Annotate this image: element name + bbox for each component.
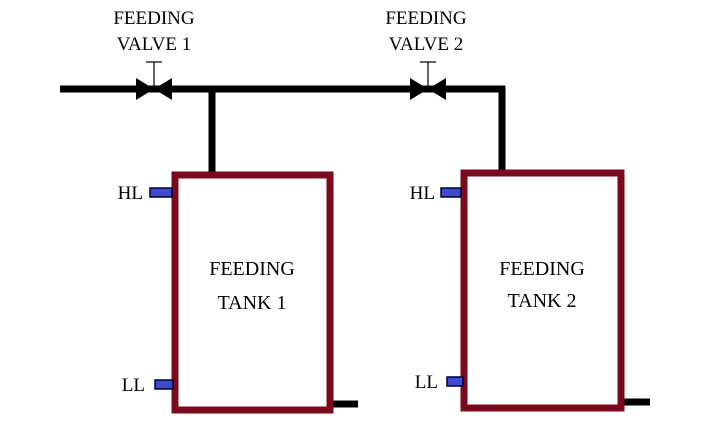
svg-text:HL: HL: [118, 183, 143, 204]
tank-2-high-level-sensor: HL: [410, 183, 462, 204]
feeding-tank-2[interactable]: FEEDING TANK 2 HL LL: [410, 169, 625, 412]
tank-1-low-level-sensor: LL: [122, 375, 174, 396]
svg-text:FEEDING: FEEDING: [385, 8, 467, 29]
tank-2-low-level-sensor: LL: [415, 372, 464, 393]
tank-1-label-line2: TANK 1: [218, 292, 287, 314]
tank-1-high-level-sensor: HL: [118, 183, 173, 204]
tank-2-label-line1: FEEDING: [499, 258, 585, 280]
valve-1-label-line1: FEEDING: [113, 8, 195, 29]
svg-text:TANK 1: TANK 1: [218, 292, 287, 314]
tank-1-label-line1: FEEDING: [209, 258, 295, 280]
tank-1-hl-label: HL: [118, 183, 143, 204]
svg-text:VALVE 2: VALVE 2: [389, 34, 463, 55]
svg-text:FEEDING: FEEDING: [499, 258, 585, 280]
svg-text:FEEDING: FEEDING: [209, 258, 295, 280]
tank-2-body: [460, 169, 625, 412]
tank-2-label-line2: TANK 2: [508, 290, 577, 312]
valve-2-label-line1: FEEDING: [385, 8, 467, 29]
svg-text:FEEDING: FEEDING: [113, 8, 195, 29]
tank-1-ll-label: LL: [122, 375, 145, 396]
tank-2-ll-label: LL: [415, 372, 438, 393]
feeding-valve-1[interactable]: FEEDING VALVE 1: [113, 8, 195, 100]
butterfly-valve-icon: [410, 61, 446, 100]
tank-2-hl-label: HL: [410, 183, 435, 204]
svg-text:VALVE 1: VALVE 1: [117, 34, 191, 55]
butterfly-valve-icon: [136, 61, 172, 100]
svg-text:TANK 2: TANK 2: [508, 290, 577, 312]
svg-text:HL: HL: [410, 183, 435, 204]
feeding-tank-1[interactable]: FEEDING TANK 1 HL LL: [118, 171, 334, 414]
valve-2-label-line2: VALVE 2: [389, 34, 463, 55]
svg-text:LL: LL: [415, 372, 438, 393]
valve-1-label-line2: VALVE 1: [117, 34, 191, 55]
svg-text:LL: LL: [122, 375, 145, 396]
tank-1-body: [171, 171, 334, 414]
feeding-valve-2[interactable]: FEEDING VALVE 2: [385, 8, 467, 100]
